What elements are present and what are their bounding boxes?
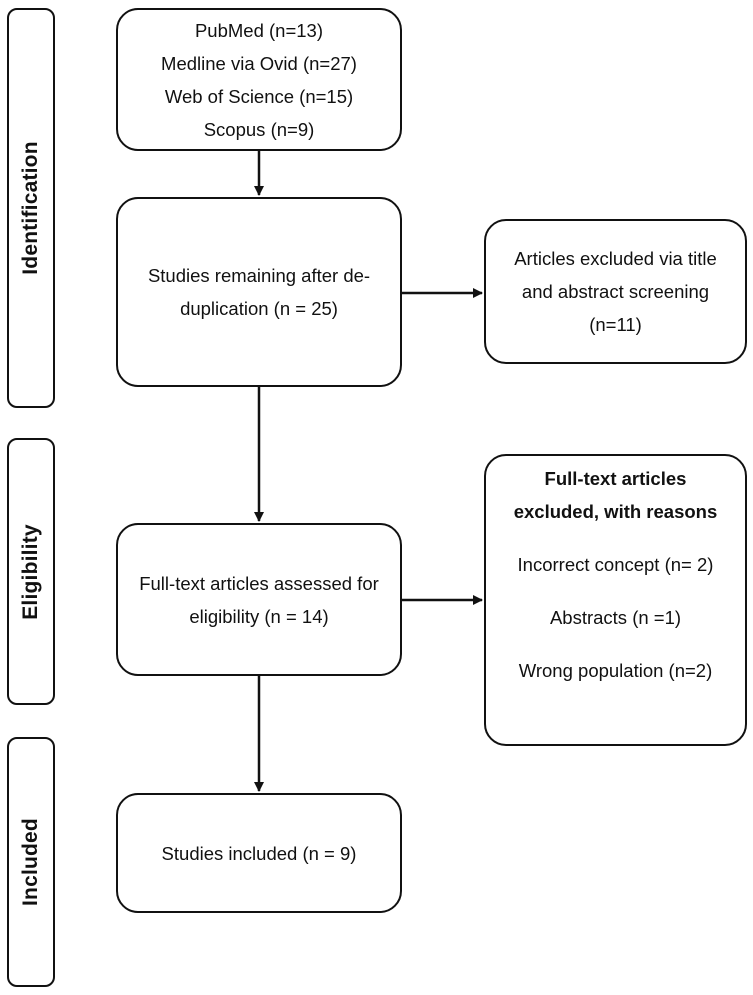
excluded-fulltext-box: Full-text articles excluded, with reason… <box>484 454 747 746</box>
excluded-fulltext-heading1: Full-text articles <box>544 468 687 489</box>
reason-incorrect-concept: Incorrect concept (n= 2) <box>517 554 714 575</box>
fulltext-line1: Full-text articles assessed for <box>139 572 379 594</box>
excluded-title-line1: Articles excluded via title <box>514 248 717 269</box>
source-scopus: Scopus (n=9) <box>203 118 315 140</box>
excluded-title-line3: (n=11) <box>589 314 642 335</box>
dedup-line2: duplication (n = 25) <box>180 298 338 319</box>
stage-eligibility-label: Eligibility <box>19 523 42 620</box>
source-pubmed: PubMed (n=13) <box>194 19 324 41</box>
included-label: Studies included (n = 9) <box>161 842 357 864</box>
stage-eligibility: Eligibility <box>7 438 55 705</box>
included-box: Studies included (n = 9) <box>116 793 402 913</box>
stage-identification: Identification <box>7 8 55 408</box>
stage-identification-label: Identification <box>19 141 42 275</box>
stage-included: Included <box>7 737 55 987</box>
fulltext-line2: eligibility (n = 14) <box>189 605 329 627</box>
reason-wrong-population: Wrong population (n=2) <box>518 660 713 681</box>
excluded-title-line2: and abstract screening <box>521 281 710 302</box>
excluded-fulltext-heading2: excluded, with reasons <box>513 501 718 522</box>
stage-included-label: Included <box>19 818 42 906</box>
dedup-box: Studies remaining after de- duplication … <box>116 197 402 387</box>
source-web-of-science: Web of Science (n=15) <box>164 85 354 107</box>
dedup-line1: Studies remaining after de- <box>147 265 371 286</box>
fulltext-box: Full-text articles assessed for eligibil… <box>116 523 402 676</box>
sources-box: PubMed (n=13) Medline via Ovid (n=27) We… <box>116 8 402 151</box>
source-medline: Medline via Ovid (n=27) <box>161 52 357 74</box>
reason-abstracts: Abstracts (n =1) <box>549 607 682 628</box>
excluded-title-box: Articles excluded via title and abstract… <box>484 219 747 364</box>
